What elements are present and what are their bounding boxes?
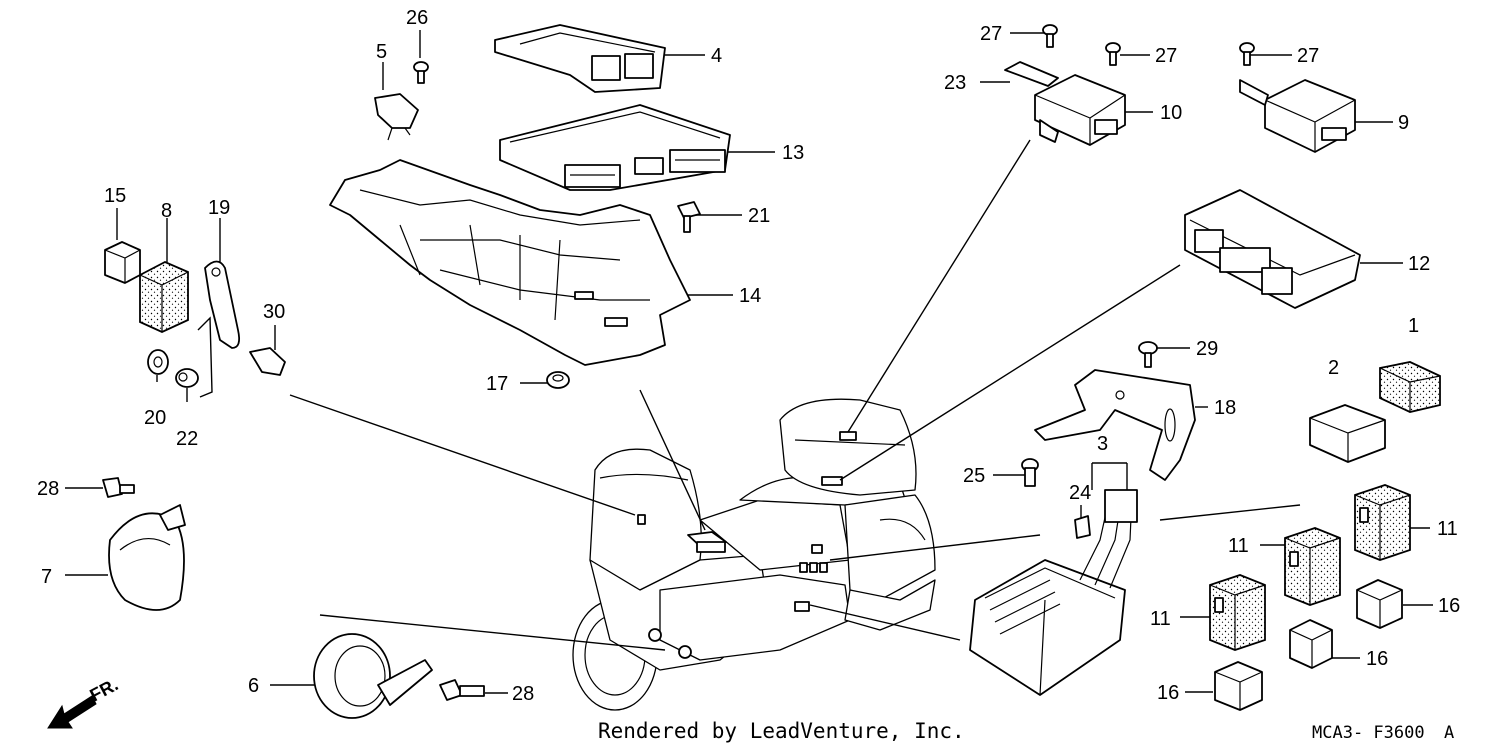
part-5-sensor bbox=[374, 93, 419, 141]
callout-27c: 27 bbox=[1297, 45, 1319, 67]
part-11-relay-b bbox=[1284, 527, 1341, 606]
part-16-relay-c bbox=[1214, 661, 1263, 711]
part-3-regulator bbox=[969, 489, 1138, 696]
callout-16a: 16 bbox=[1438, 595, 1460, 617]
part-28-bolt-a bbox=[102, 477, 135, 498]
part-23-bracket bbox=[1004, 61, 1059, 87]
part-4-cover bbox=[494, 24, 666, 93]
callout-15: 15 bbox=[104, 185, 126, 207]
part-14-tray bbox=[329, 159, 691, 366]
callout-8: 8 bbox=[161, 200, 172, 222]
callout-9: 9 bbox=[1398, 112, 1409, 134]
part-2-box bbox=[1309, 404, 1386, 463]
part-24-clip bbox=[1074, 515, 1091, 539]
callout-28b: 28 bbox=[512, 683, 534, 705]
callout-1: 1 bbox=[1408, 315, 1419, 337]
callout-12: 12 bbox=[1408, 253, 1430, 275]
part-27-screw-c bbox=[1239, 42, 1255, 66]
callout-11c: 11 bbox=[1150, 608, 1171, 630]
part-16-relay-a bbox=[1356, 579, 1403, 629]
part-19-bracket bbox=[204, 260, 241, 349]
part-7-horn bbox=[108, 504, 186, 611]
part-15-relay bbox=[104, 241, 141, 284]
part-27-screw-a bbox=[1042, 24, 1058, 48]
part-22-washer bbox=[175, 368, 199, 388]
callout-5: 5 bbox=[376, 41, 387, 63]
part-16-relay-b bbox=[1289, 619, 1333, 669]
part-25-bolt bbox=[1021, 458, 1039, 487]
part-30-bolt bbox=[249, 347, 286, 376]
callout-11b: 11 bbox=[1228, 535, 1249, 557]
callout-2: 2 bbox=[1328, 357, 1339, 379]
part-13-ecu bbox=[499, 104, 731, 191]
callout-21: 21 bbox=[748, 205, 770, 227]
credit-text: Rendered by LeadVenture, Inc. bbox=[598, 719, 965, 743]
callout-26: 26 bbox=[406, 7, 428, 29]
part-29-bolt bbox=[1138, 341, 1158, 368]
callout-18: 18 bbox=[1214, 397, 1236, 419]
callout-30: 30 bbox=[263, 301, 285, 323]
callout-11a: 11 bbox=[1437, 518, 1458, 540]
part-1-box bbox=[1379, 361, 1441, 413]
part-18-bracket bbox=[1034, 369, 1196, 481]
callout-17: 17 bbox=[486, 373, 508, 395]
diagram-code: MCA3- F3600 bbox=[1312, 723, 1425, 743]
callout-numbers: 1 2 3 4 5 6 7 8 9 10 11 11 11 12 13 14 1… bbox=[37, 7, 1460, 705]
part-6-horn bbox=[313, 633, 433, 719]
part-26-screw bbox=[413, 61, 429, 84]
part-11-relay-c bbox=[1209, 574, 1266, 651]
front-direction-indicator: FR. bbox=[47, 674, 121, 729]
callout-13: 13 bbox=[782, 142, 804, 164]
front-arrow-icon bbox=[47, 695, 97, 729]
callout-20: 20 bbox=[144, 407, 166, 429]
part-20-nut bbox=[147, 349, 169, 375]
callout-7: 7 bbox=[41, 566, 52, 588]
callout-24: 24 bbox=[1069, 482, 1091, 504]
part-17-grommet bbox=[546, 371, 570, 389]
callout-16b: 16 bbox=[1366, 648, 1388, 670]
callout-29: 29 bbox=[1196, 338, 1218, 360]
callout-14: 14 bbox=[739, 285, 761, 307]
part-27-screw-b bbox=[1105, 42, 1121, 66]
callout-19: 19 bbox=[208, 197, 230, 219]
motorcycle-illustration bbox=[572, 398, 936, 711]
part-8-relay bbox=[139, 261, 189, 333]
callout-23: 23 bbox=[944, 72, 966, 94]
part-28-bolt-b bbox=[439, 679, 485, 701]
callout-25: 25 bbox=[963, 465, 985, 487]
part-10-unit bbox=[1034, 74, 1126, 146]
callout-27a: 27 bbox=[980, 23, 1002, 45]
callout-16c: 16 bbox=[1157, 682, 1179, 704]
callout-3: 3 bbox=[1097, 433, 1108, 455]
diagram-code-suffix: A bbox=[1444, 723, 1454, 743]
callout-4: 4 bbox=[711, 45, 722, 67]
part-21-bolt bbox=[677, 201, 701, 233]
callout-6: 6 bbox=[248, 675, 259, 697]
part-11-relay-a bbox=[1354, 484, 1411, 561]
part-9-unit bbox=[1239, 79, 1356, 153]
part-12-module bbox=[1184, 189, 1361, 309]
callout-22: 22 bbox=[176, 428, 198, 450]
callout-27b: 27 bbox=[1155, 45, 1177, 67]
callout-28a: 28 bbox=[37, 478, 59, 500]
callout-10: 10 bbox=[1160, 102, 1182, 124]
